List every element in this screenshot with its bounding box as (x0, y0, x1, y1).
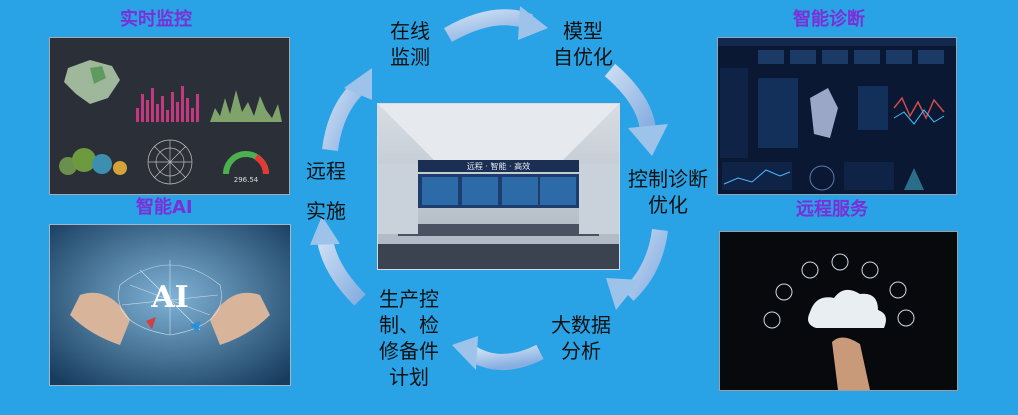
arrow-upper-right-head (628, 124, 668, 156)
realtime-monitor-image: 296.54 (49, 37, 290, 195)
step-model-line1: 模型 (563, 19, 603, 43)
step-plan-line2: 制、检 (379, 313, 439, 337)
remote-service-image (719, 231, 958, 391)
arrow-top-head (518, 6, 548, 40)
title-remote-service: 远程服务 (796, 199, 868, 220)
step-control-diagnosis-optimization: 控制诊断 优化 (623, 166, 713, 218)
arrow-top (444, 9, 533, 42)
step-model-self-optimization: 模型 自优化 (548, 18, 618, 70)
arrow-upper-left (322, 82, 364, 152)
step-control-line1: 控制诊断 (628, 167, 708, 191)
gauge-value: 296.54 (234, 176, 259, 184)
arrow-lower-right-head (606, 278, 640, 310)
arrow-bottom-head (452, 336, 478, 370)
step-plan-line4: 计划 (389, 365, 429, 389)
arrow-lower-left-head (310, 216, 340, 245)
step-production-plan: 生产控 制、检 修备件 计划 (375, 286, 443, 390)
step-remote-line1: 远程 (306, 159, 346, 183)
title-smart-ai: 智能AI (136, 197, 193, 218)
title-smart-diagnosis: 智能诊断 (793, 9, 865, 30)
step-control-line2: 优化 (648, 193, 688, 217)
step-online-monitoring-line1: 在线 (390, 19, 430, 43)
control-room-banner: 远程 · 智能 · 高效 (467, 161, 530, 171)
step-plan-line1: 生产控 (379, 287, 439, 311)
step-bigdata-line1: 大数据 (551, 313, 611, 337)
arrow-lower-left (317, 238, 366, 306)
arrow-upper-right (604, 63, 656, 132)
step-remote-implementation: 远程 实施 (300, 158, 352, 224)
step-bigdata-line2: 分析 (561, 339, 601, 363)
arrow-lower-right (622, 228, 668, 301)
ai-text: AI (150, 280, 188, 315)
step-plan-line3: 修备件 (379, 339, 439, 363)
step-remote-line2: 实施 (306, 199, 346, 223)
control-room-image: 远程 · 智能 · 高效 (377, 103, 620, 270)
step-online-monitoring: 在线 监测 (384, 18, 436, 70)
step-model-line2: 自优化 (553, 45, 613, 69)
step-online-monitoring-line2: 监测 (390, 45, 430, 69)
step-big-data-analysis: 大数据 分析 (545, 312, 617, 364)
smart-diagnosis-image (717, 37, 957, 195)
title-realtime-monitor: 实时监控 (120, 9, 192, 30)
arrow-bottom (465, 344, 544, 370)
arrow-upper-left-head (344, 68, 372, 100)
smart-ai-image: AI (49, 224, 291, 386)
